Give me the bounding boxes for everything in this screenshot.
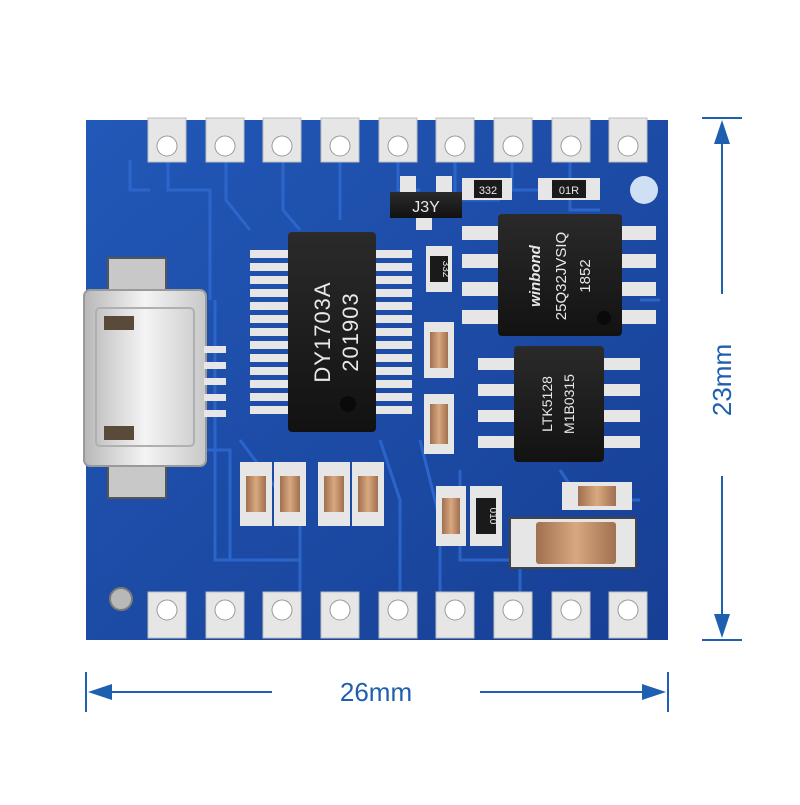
main-chip-dy1703a: DY1703A 201903 xyxy=(250,232,412,432)
resistor-r1-marking: 332 xyxy=(479,185,497,197)
resistor-332-vertical: 332 xyxy=(426,246,452,292)
dimension-height xyxy=(702,117,742,641)
main-chip-marking-2: 201903 xyxy=(338,292,363,371)
flash-chip-marking-1: 25Q32JVSIQ xyxy=(553,232,570,320)
main-chip-pins-left xyxy=(250,250,290,414)
micro-usb-connector xyxy=(83,257,226,499)
flash-chip-marking-2: 1852 xyxy=(577,259,594,292)
resistor-01r-top: 01R xyxy=(538,178,600,200)
fiducial-top-right xyxy=(630,176,658,204)
header-pads-bottom xyxy=(147,591,648,639)
header-pads-top xyxy=(147,117,648,163)
capacitor-row-left xyxy=(240,462,384,526)
resistor-332-top: 332 xyxy=(462,178,512,200)
transistor-marking: J3Y xyxy=(412,199,440,216)
resistor-010: 010 xyxy=(470,486,502,546)
resistor-r3-marking: 332 xyxy=(440,261,451,278)
capacitor-c2 xyxy=(424,394,454,454)
height-dimension-label: 23mm xyxy=(707,344,737,416)
width-dimension-label: 26mm xyxy=(340,677,412,707)
resistor-r4-marking: 010 xyxy=(487,508,498,525)
amp-chip-marking-2: M1B0315 xyxy=(561,374,577,434)
main-chip-marking-1: DY1703A xyxy=(310,281,335,382)
amp-chip-ltk5128: LTK5128 M1B0315 xyxy=(478,346,640,462)
amp-chip-marking-1: LTK5128 xyxy=(539,376,555,432)
transistor-j3y: J3Y xyxy=(390,176,462,230)
flash-chip-winbond: winbond 25Q32JVSIQ 1852 xyxy=(462,214,656,336)
capacitor-c3 xyxy=(436,486,466,546)
capacitor-c1 xyxy=(424,322,454,378)
mounting-hole-bottom-left xyxy=(109,587,133,611)
flash-chip-brand: winbond xyxy=(527,244,544,306)
dimension-width xyxy=(85,672,669,712)
capacitor-c4 xyxy=(562,482,632,510)
resistor-r2-marking: 01R xyxy=(559,185,579,197)
main-chip-pins-right xyxy=(372,250,412,414)
capacitor-large xyxy=(509,517,637,569)
